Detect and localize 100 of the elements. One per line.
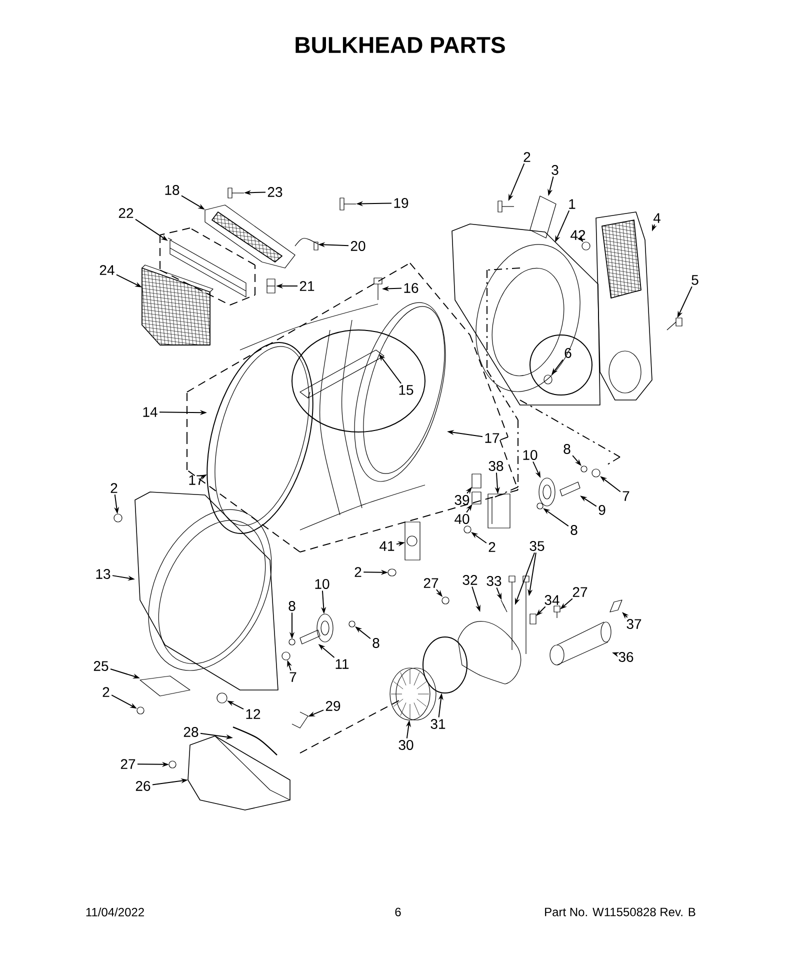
callout-number: 2	[102, 687, 110, 697]
bracket-drawing	[488, 494, 510, 528]
rear-bulkhead-drawing	[452, 224, 600, 406]
sensor-drawing	[472, 474, 482, 488]
bolt-drawing	[522, 576, 530, 654]
bracket-drawing	[404, 522, 420, 560]
callout-number: 7	[290, 672, 296, 682]
callout-number: 33	[486, 576, 502, 586]
screw-drawing	[388, 568, 396, 576]
callout-number: 7	[622, 491, 630, 501]
seal-strip-drawing	[232, 726, 278, 756]
callout-number: 21	[300, 281, 314, 291]
callout-number: 22	[118, 208, 134, 218]
callout-number: 24	[100, 265, 114, 275]
callout-number: 38	[488, 461, 504, 471]
callout-number: 37	[626, 619, 642, 629]
drum-drawing	[206, 302, 446, 534]
screw-drawing	[374, 278, 382, 300]
callout-number: 14	[143, 407, 158, 417]
washer-drawing	[282, 652, 290, 660]
callout-number: 39	[454, 495, 470, 505]
grille-drawing	[204, 204, 296, 268]
callout-number: 25	[94, 661, 108, 671]
callout-number: 3	[552, 165, 558, 175]
nut-drawing	[216, 692, 228, 704]
callout-number: 8	[372, 638, 380, 648]
screw-drawing	[582, 242, 590, 250]
clip-drawing	[348, 620, 356, 628]
callout-number: 5	[692, 275, 698, 285]
bolt-drawing	[508, 576, 516, 650]
callout-number: 41	[380, 541, 394, 551]
seal-ring-drawing	[422, 636, 468, 694]
callout-number: 10	[523, 450, 538, 460]
callout-number: 18	[165, 185, 180, 195]
callout-number: 27	[424, 578, 438, 588]
callout-number: 29	[326, 701, 340, 711]
lint-screen-drawing	[142, 264, 214, 346]
callout-number: 19	[394, 198, 408, 208]
screw-drawing	[544, 374, 552, 384]
callout-number: 8	[564, 444, 570, 454]
roller-drawing	[316, 614, 334, 642]
clip-drawing	[580, 466, 588, 472]
callout-number: 2	[110, 483, 118, 493]
clip-drawing	[288, 638, 296, 646]
screw-drawing	[442, 596, 450, 604]
outline-loop-drawing	[292, 330, 426, 432]
callout-number: 31	[430, 719, 446, 729]
callout-number: 15	[399, 385, 414, 395]
callout-number: 30	[398, 740, 414, 750]
blower-wheel-drawing	[390, 668, 436, 720]
blower-housing-drawing	[458, 621, 522, 684]
duct-cover-drawing	[596, 212, 652, 400]
callout-number: 10	[315, 579, 330, 589]
callout-number: 23	[268, 187, 282, 197]
label-plate-drawing	[530, 196, 556, 238]
callout-number: 16	[404, 283, 418, 293]
screw-drawing	[498, 200, 514, 212]
callout-number: 4	[653, 213, 660, 223]
screw-drawing	[666, 318, 682, 330]
screw-drawing	[228, 188, 244, 198]
filter-housing-drawing	[168, 238, 246, 298]
callout-number: 12	[246, 709, 260, 719]
callout-number: 17	[189, 475, 204, 485]
plate-drawing	[140, 676, 190, 696]
exhaust-duct-drawing	[550, 622, 612, 666]
callout-number: 27	[120, 759, 136, 769]
callout-number: 20	[350, 241, 366, 251]
front-bulkhead-drawing	[134, 492, 278, 690]
callout-number: 26	[136, 781, 150, 791]
screw-drawing	[168, 760, 176, 768]
roller-drawing	[538, 478, 556, 506]
wire-harness-drawing	[294, 238, 318, 250]
callout-number: 2	[354, 567, 362, 577]
screw-drawing	[136, 706, 144, 714]
footer-text: Part No. W11550828 Rev. B	[545, 908, 696, 916]
sensor-drawing	[472, 492, 482, 504]
callout-number: 13	[96, 569, 110, 579]
callout-number: 8	[570, 525, 578, 535]
callout-number: 2	[524, 152, 530, 162]
callout-number: 35	[530, 541, 544, 551]
callout-number: 17	[485, 433, 500, 443]
strap-drawing	[292, 712, 308, 728]
screw-drawing	[500, 600, 508, 612]
footer-text: 11/04/2022	[86, 908, 144, 916]
baffle-drawing	[300, 350, 384, 398]
title: BULKHEAD PARTS	[296, 36, 505, 54]
clip-drawing	[266, 278, 276, 294]
callout-number: 27	[572, 587, 588, 597]
clip-drawing	[610, 600, 622, 612]
callout-number: 11	[336, 659, 349, 669]
shaft-drawing	[560, 482, 580, 496]
screw-drawing	[114, 514, 122, 522]
screw-drawing	[554, 606, 560, 618]
screw-drawing	[464, 526, 472, 534]
clip-drawing	[536, 502, 544, 510]
callout-number: 36	[618, 652, 634, 662]
shaft-drawing	[300, 630, 320, 644]
callout-number: 2	[488, 542, 496, 552]
footer-text: 6	[395, 908, 401, 916]
clip-drawing	[530, 614, 536, 624]
